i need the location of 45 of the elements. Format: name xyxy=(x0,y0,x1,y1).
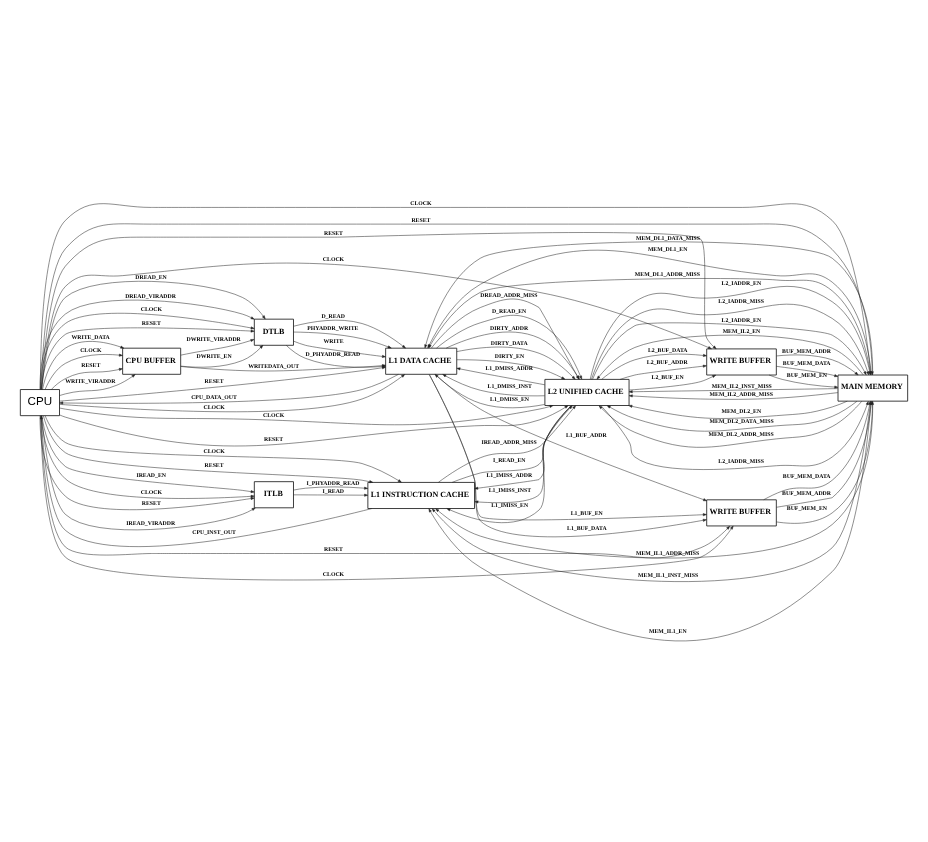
arrow xyxy=(628,400,848,419)
arrow xyxy=(606,401,858,432)
arrow xyxy=(446,405,572,523)
arrow xyxy=(180,339,255,356)
arrow xyxy=(628,392,839,400)
arrow xyxy=(442,374,545,397)
arrow xyxy=(619,364,707,380)
arrow xyxy=(59,374,136,396)
arrow xyxy=(592,322,867,380)
arrow xyxy=(436,315,582,380)
arrow xyxy=(293,331,392,349)
arrow xyxy=(293,486,368,491)
arrow xyxy=(431,298,580,380)
arrow xyxy=(434,374,545,409)
arrow xyxy=(41,281,266,390)
arrow xyxy=(776,366,839,377)
arrow xyxy=(600,401,869,470)
arrow xyxy=(768,374,839,389)
arrow xyxy=(42,341,125,390)
arrow xyxy=(598,401,863,448)
arrow xyxy=(629,374,717,391)
arrow xyxy=(41,262,712,390)
arrow xyxy=(601,353,707,380)
arrow xyxy=(59,405,554,426)
arrow xyxy=(39,415,373,547)
arrow xyxy=(41,232,717,390)
arrow xyxy=(456,346,576,380)
arrow xyxy=(44,353,123,390)
arrow xyxy=(596,334,864,380)
arrow xyxy=(51,368,123,390)
arrow xyxy=(59,405,569,447)
arrow xyxy=(40,327,255,390)
arrow xyxy=(40,313,255,390)
arrow xyxy=(39,299,255,390)
arrow xyxy=(293,340,386,358)
arrow xyxy=(59,374,405,412)
arrow xyxy=(456,367,546,386)
arrow xyxy=(628,388,839,394)
arrow xyxy=(293,493,369,497)
arrow xyxy=(446,331,580,380)
arrow xyxy=(776,354,859,376)
arrow xyxy=(293,319,406,349)
arrow xyxy=(456,359,566,380)
arrow xyxy=(41,415,256,531)
arrow xyxy=(59,374,399,405)
